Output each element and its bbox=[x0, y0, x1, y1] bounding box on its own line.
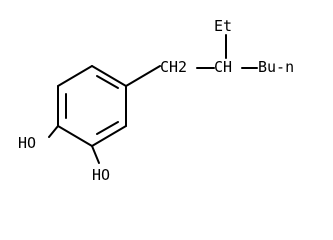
hydroxyl-label-bottom: HO bbox=[92, 166, 110, 184]
ring-double-bond-2 bbox=[96, 121, 119, 135]
ch-label: CH bbox=[214, 58, 232, 76]
ethyl-label: Et bbox=[214, 17, 232, 35]
ring-bond-c1-c2 bbox=[91, 65, 127, 87]
butyl-label: Bu-n bbox=[258, 58, 294, 76]
ring-bond-c6-c1 bbox=[57, 65, 93, 87]
ring-bond-c3-c4 bbox=[91, 125, 127, 147]
ring-double-bond-1 bbox=[96, 75, 119, 89]
chemical-structure: HO HO CH2 CH Et Bu-n bbox=[18, 17, 294, 184]
bond-ring-oh-bottom bbox=[91, 145, 100, 164]
bond-ring-ch2 bbox=[125, 65, 161, 87]
hydroxyl-label-top: HO bbox=[18, 134, 36, 152]
ring-bond-c4-c5 bbox=[57, 125, 93, 147]
bond-ring-oh-top bbox=[48, 125, 59, 138]
benzene-ring bbox=[57, 65, 127, 147]
ch2-label: CH2 bbox=[160, 58, 187, 76]
